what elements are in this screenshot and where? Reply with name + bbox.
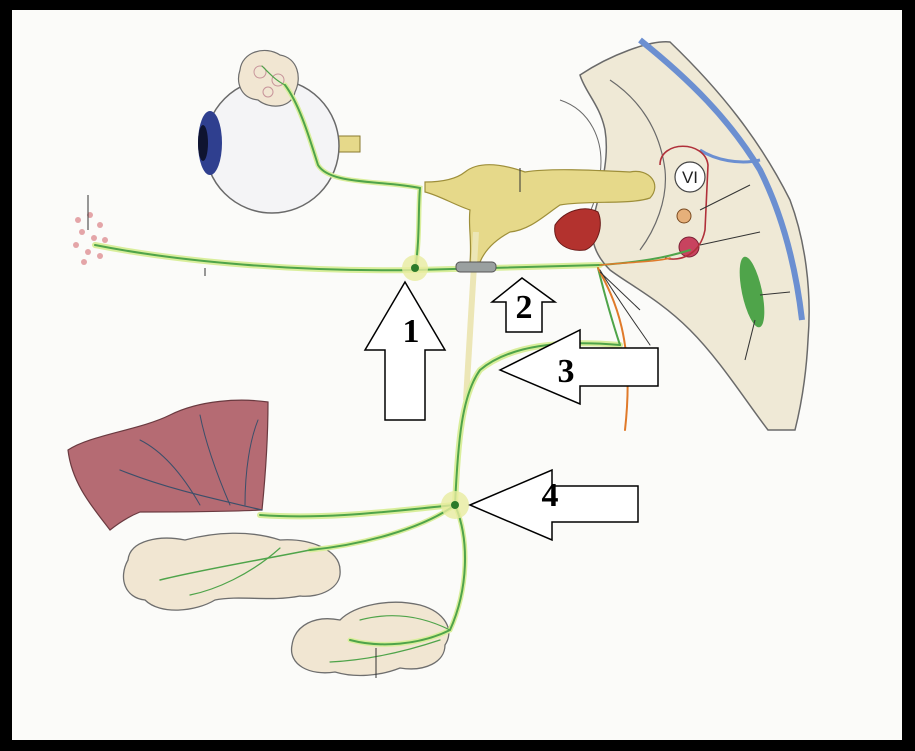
arrow-1-label: 1 [403, 313, 420, 350]
vidian-canal [456, 262, 496, 272]
arrow-4-label: 4 [542, 477, 559, 514]
cranial-nerve-vi-label: VI [682, 168, 698, 187]
arrow-3-label: 3 [558, 353, 575, 390]
arrow-2-label: 2 [516, 289, 533, 326]
